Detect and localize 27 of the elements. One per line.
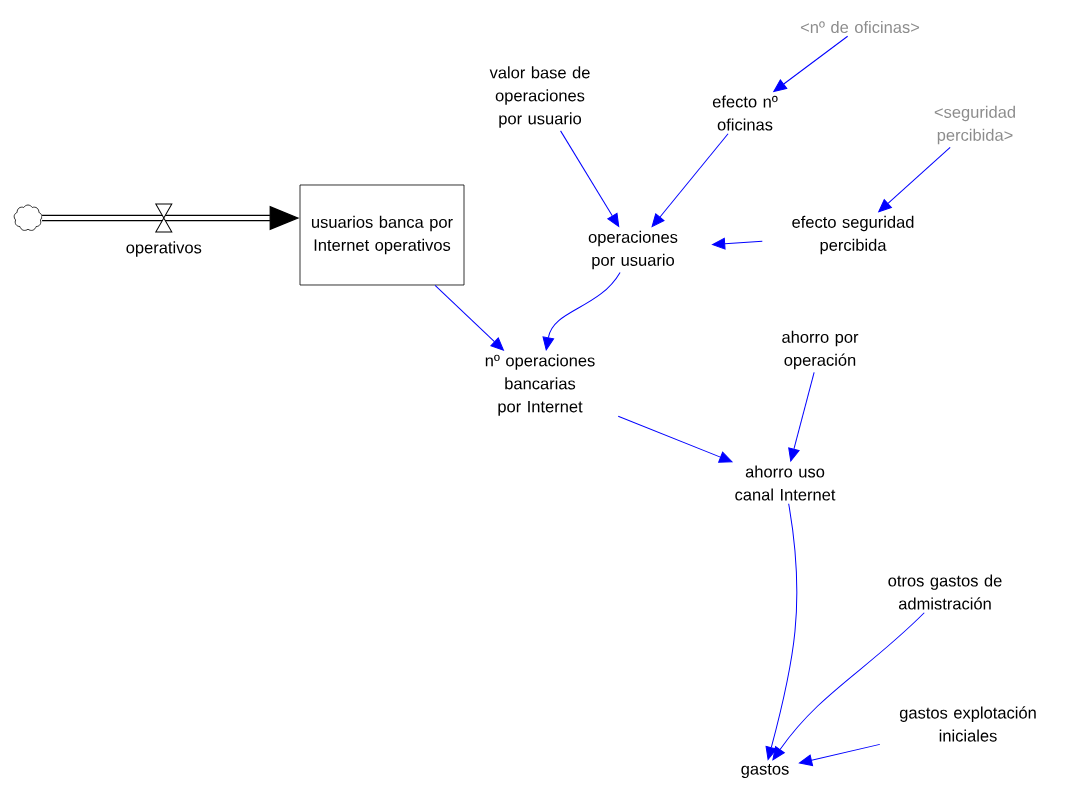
variable-label: operaciones por usuario: [588, 230, 678, 270]
variable-label: nº operaciones bancarias por Internet: [485, 354, 595, 416]
arrow: [711, 237, 763, 250]
variable-label: efecto seguridad percibida: [792, 215, 914, 255]
cloud-icon: [13, 204, 43, 231]
arrow: [434, 284, 504, 351]
arrow: [772, 612, 925, 761]
edge-label: operativos: [126, 241, 202, 257]
variable-label: otros gastos de admistración: [888, 574, 1002, 610]
arrow: [560, 130, 620, 227]
arrow: [542, 271, 621, 351]
arrow: [773, 35, 849, 92]
variable-label: ahorro por operación: [782, 330, 859, 370]
variable-label: ahorro uso canal Internet: [735, 465, 836, 501]
arrow: [651, 133, 729, 228]
arrow: [617, 415, 733, 463]
shadow-variable: <seguridad percibida>: [934, 105, 1015, 145]
stock-box: usuarios banca por Internet operativos: [299, 184, 465, 286]
shadow-variable: <nº de oficinas>: [800, 20, 920, 34]
variable-label: gastos explotación iniciales: [899, 706, 1036, 742]
arrow: [878, 146, 951, 213]
variable-label: efecto nº oficinas: [712, 95, 778, 131]
arrow: [765, 503, 798, 761]
variable-label: valor base de operaciones por usuario: [489, 66, 590, 128]
arrow: [788, 371, 815, 462]
arrow: [798, 743, 881, 766]
variable-label: gastos: [741, 763, 789, 779]
